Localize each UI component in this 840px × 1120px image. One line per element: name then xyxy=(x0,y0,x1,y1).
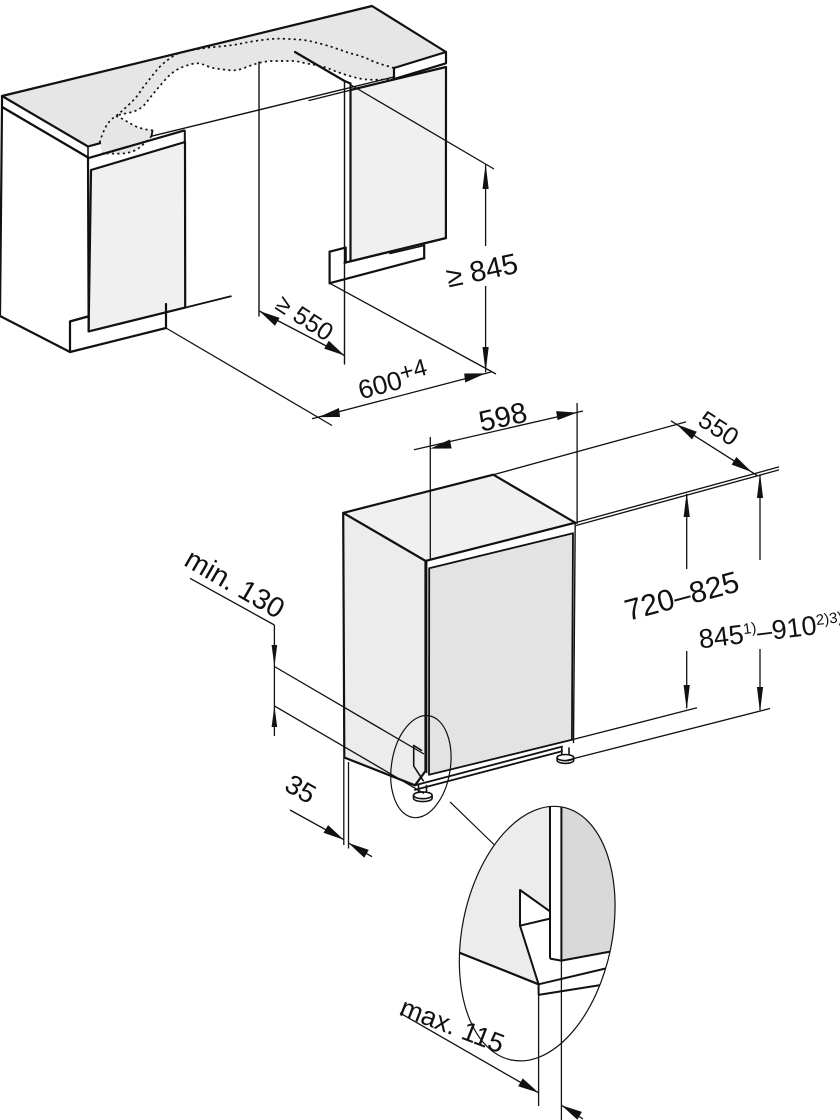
svg-text:min. 130: min. 130 xyxy=(179,543,290,625)
svg-text:550: 550 xyxy=(693,406,743,452)
svg-text:720–825: 720–825 xyxy=(621,566,742,628)
svg-text:≥ 550: ≥ 550 xyxy=(271,290,339,347)
svg-text:max. 115: max. 115 xyxy=(396,992,509,1059)
svg-text:35: 35 xyxy=(280,769,321,810)
svg-text:8451)–9102)3): 8451)–9102)3) xyxy=(697,607,840,654)
svg-text:598: 598 xyxy=(476,397,530,439)
svg-text:≥ 845: ≥ 845 xyxy=(443,248,520,294)
